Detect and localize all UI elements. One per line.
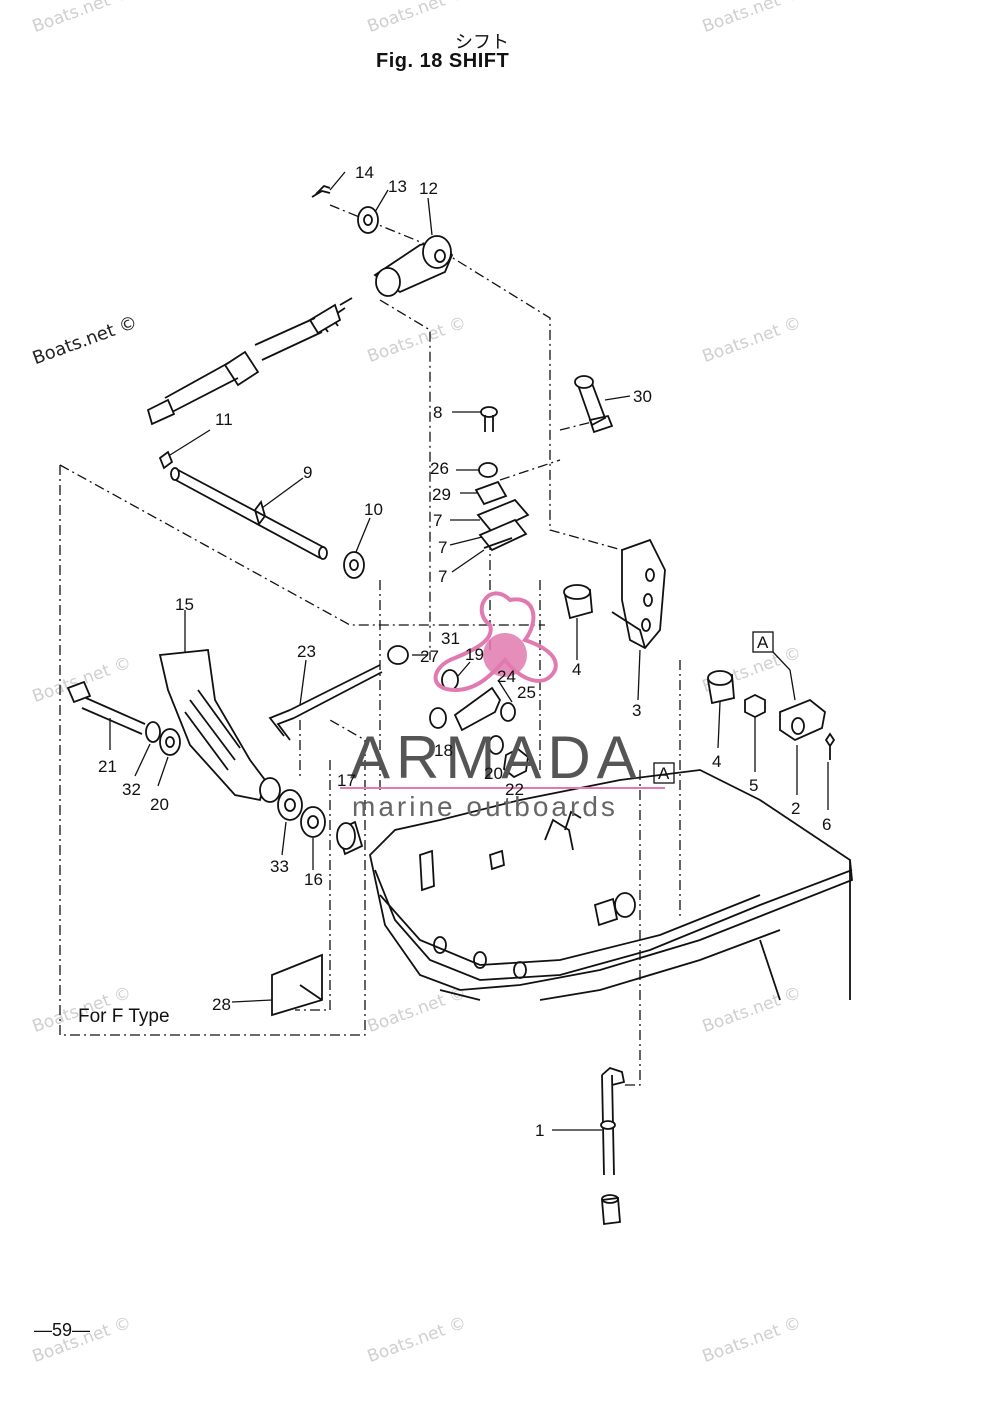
shift-shaft-1 — [600, 1066, 626, 1226]
clip-11 — [158, 450, 174, 470]
shift-rod-9 — [170, 467, 328, 560]
callout-19: 19 — [465, 645, 484, 664]
callout-32: 32 — [122, 780, 141, 799]
nut-22 — [503, 747, 529, 779]
callout-labels: 14 13 12 30 11 8 9 26 29 10 7 7 7 15 23 … — [98, 163, 831, 1140]
callout-33: 33 — [270, 857, 289, 876]
callout-17: 17 — [337, 771, 356, 790]
reference-box-a — [653, 762, 675, 784]
washer-18 — [429, 707, 447, 729]
callout-7: 7 — [438, 567, 447, 586]
callout-31: 31 — [441, 629, 460, 648]
callout-4: 4 — [572, 660, 581, 679]
callout-13: 13 — [388, 177, 407, 196]
callout-7: 7 — [438, 538, 447, 557]
leader-lines — [109, 171, 829, 1131]
washer-16 — [300, 806, 326, 838]
callout-22: 22 — [505, 780, 524, 799]
armada-logo-text: ARMADA — [350, 724, 643, 791]
washer-10 — [343, 551, 365, 579]
callout-7: 7 — [433, 511, 442, 530]
lever-30 — [574, 375, 614, 434]
callout-14: 14 — [355, 163, 374, 182]
variant-note: For F Type — [78, 1006, 170, 1027]
shift-arm-3 — [611, 538, 666, 650]
callout-29: 29 — [432, 485, 451, 504]
callout-26: 26 — [430, 459, 449, 478]
armada-tagline: marine outboards — [352, 791, 618, 822]
cotter-pin-14 — [311, 184, 331, 198]
callout-4: 4 — [712, 752, 721, 771]
reference-label-a: A — [757, 633, 769, 652]
joint-2 — [779, 698, 826, 742]
shift-cable — [146, 297, 353, 426]
washer-24 — [500, 702, 516, 722]
callout-25: 25 — [517, 683, 536, 702]
callout-9: 9 — [303, 463, 312, 482]
callout-27: 27 — [420, 647, 439, 666]
collar-4 — [706, 670, 735, 705]
callout-18: 18 — [434, 741, 453, 760]
bolt-8 — [480, 406, 498, 432]
collar-17 — [336, 820, 364, 856]
pin-6 — [824, 732, 836, 760]
callout-10: 10 — [364, 500, 383, 519]
washer-27 — [387, 645, 409, 665]
callout-6: 6 — [822, 815, 831, 834]
callout-5: 5 — [749, 776, 758, 795]
page-number: —59— — [34, 1320, 91, 1340]
callout-2: 2 — [791, 799, 800, 818]
callout-15: 15 — [175, 595, 194, 614]
callout-20: 20 — [484, 764, 503, 783]
callout-23: 23 — [297, 642, 316, 661]
collar-4 — [563, 584, 593, 620]
washer-20 — [159, 728, 181, 756]
washer-13 — [357, 206, 379, 234]
callout-16: 16 — [304, 870, 323, 889]
nut-26 — [478, 462, 498, 478]
plate-29 — [474, 480, 508, 506]
callout-30: 30 — [633, 387, 652, 406]
decal-28 — [271, 953, 323, 1017]
figure-title-japanese: シフト — [455, 32, 509, 53]
callout-28: 28 — [212, 995, 231, 1014]
bolt-21 — [66, 680, 146, 735]
shift-rod-23 — [268, 664, 383, 741]
plates-7 — [476, 498, 530, 552]
callout-21: 21 — [98, 757, 117, 776]
washer-32 — [145, 721, 161, 743]
shift-bracket-15 — [158, 649, 281, 803]
figure-title: Fig. 18 SHIFT — [376, 50, 510, 72]
armada-propeller-icon — [433, 591, 558, 693]
callout-8: 8 — [433, 403, 442, 422]
lever-plate-19 — [453, 686, 502, 732]
callout-24: 24 — [497, 667, 516, 686]
nut-5 — [744, 693, 766, 719]
reference-box-a — [752, 631, 774, 653]
bottom-cowling — [369, 769, 853, 1001]
callout-1: 1 — [535, 1121, 544, 1140]
callout-20: 20 — [150, 795, 169, 814]
callout-3: 3 — [632, 701, 641, 720]
washer-33 — [277, 789, 303, 821]
callout-12: 12 — [419, 179, 438, 198]
callout-11: 11 — [215, 410, 233, 429]
washer-20b — [488, 735, 504, 755]
shift-cable-joint-12 — [373, 235, 454, 297]
reference-label-a: A — [658, 764, 670, 783]
armada-logo: ARMADA marine outboards — [340, 591, 665, 822]
assembly-lines — [59, 204, 681, 1086]
